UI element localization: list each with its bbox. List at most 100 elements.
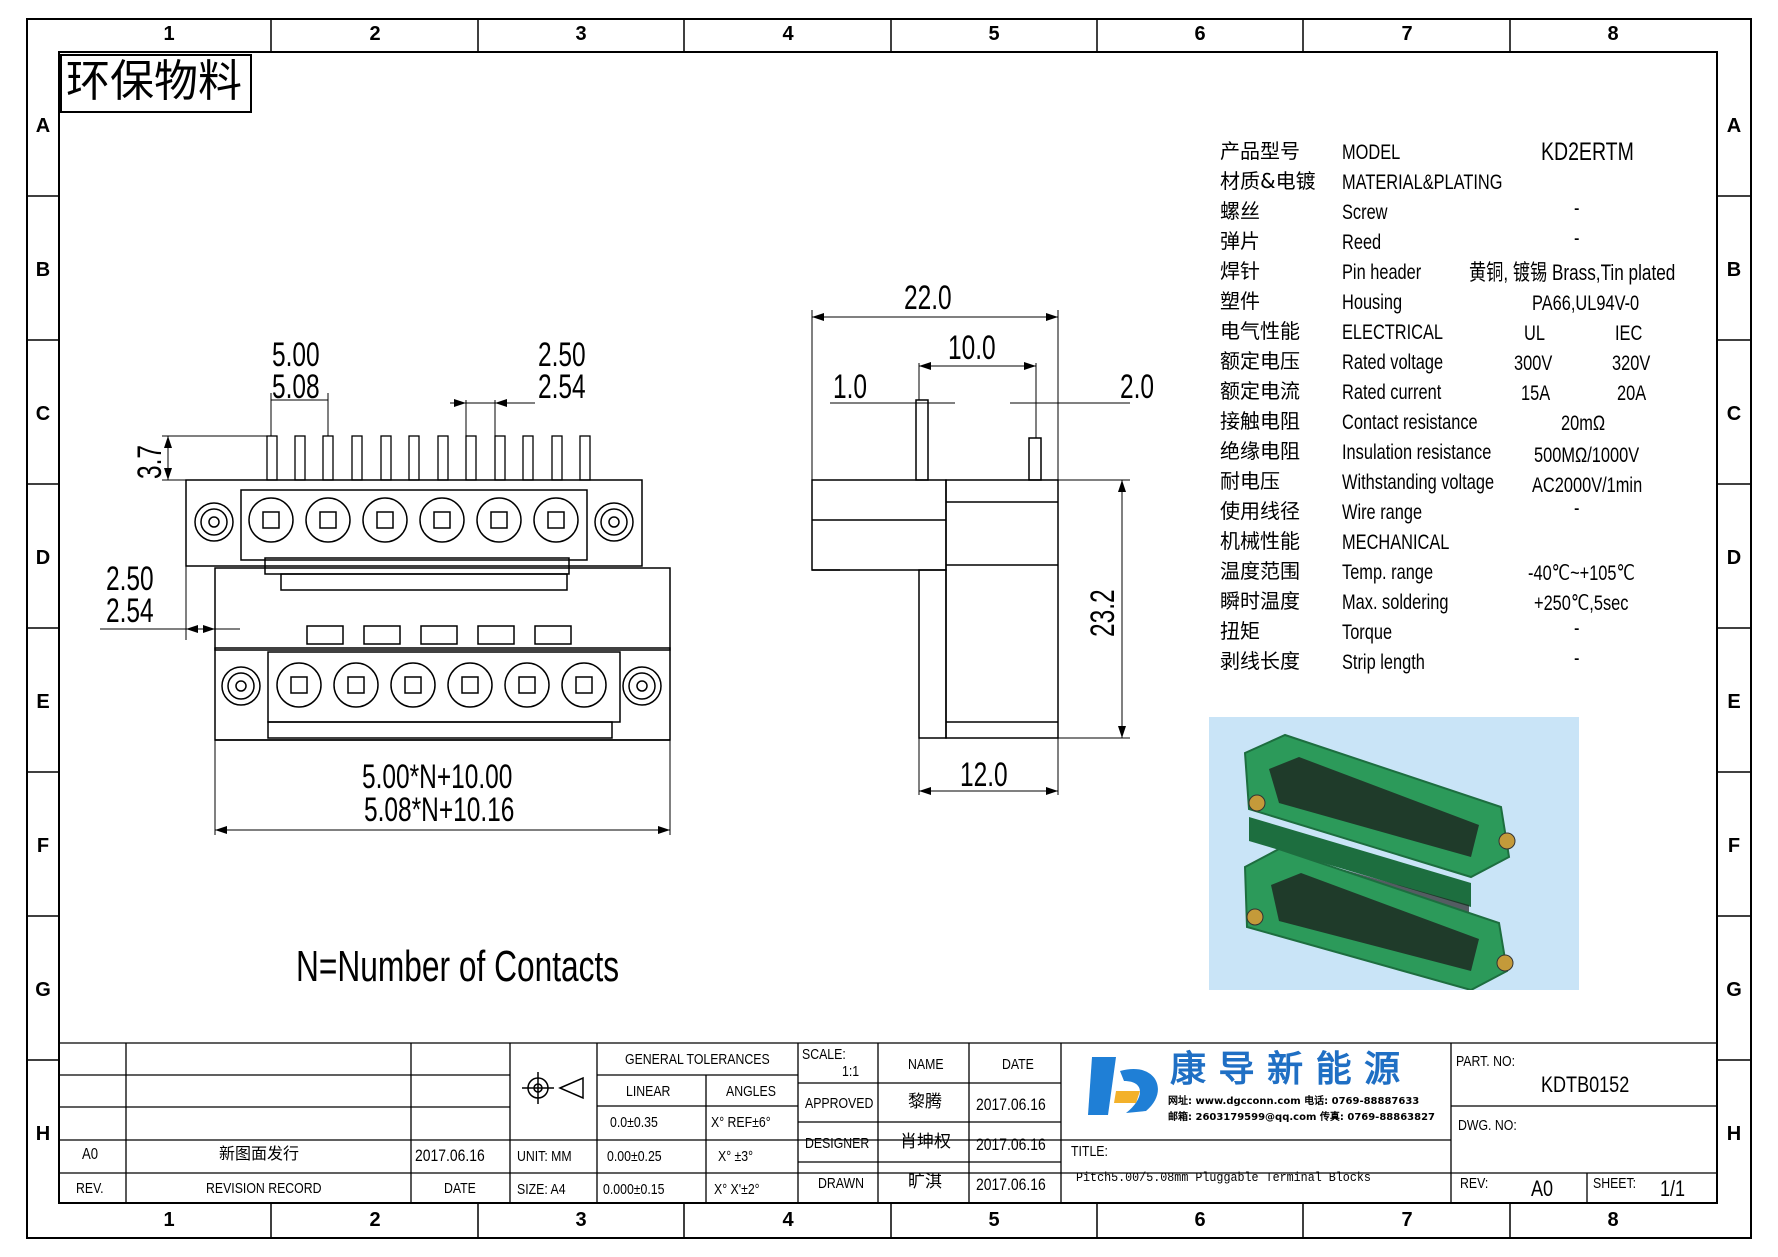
spec-en-housing: Housing: [1342, 291, 1403, 314]
dim-offset-bottom: 2.54: [106, 592, 154, 630]
role-approved-date: 2017.06.16: [976, 1095, 1046, 1114]
zone-row-d: D: [35, 547, 51, 569]
spec-value-reed: -: [1574, 227, 1580, 250]
tol-angles-1: X° REF±6°: [711, 1114, 771, 1131]
contacts-note: N=Number of Contacts: [296, 942, 620, 991]
spec-value-pin-header: 黄铜, 镀锡 Brass,Tin plated: [1469, 260, 1676, 285]
spec-cn-screw: 螺丝: [1220, 199, 1260, 223]
dim-pitch-left-top: 5.00: [272, 336, 320, 374]
sheet-value: 1/1: [1660, 1176, 1686, 1201]
part-no-value: KDTB0152: [1541, 1072, 1630, 1097]
spec-cn-model: 产品型号: [1220, 139, 1300, 163]
zone-col-7-bottom: 7: [1401, 1209, 1413, 1231]
rev-header-record: REVISION RECORD: [206, 1180, 322, 1197]
spec-cn-housing: 塑件: [1220, 289, 1260, 313]
linear-label: LINEAR: [626, 1083, 671, 1100]
spec-cn-electrical: 电气性能: [1220, 319, 1300, 343]
zone-col-2: 2: [369, 23, 381, 45]
role-drawn-name: 旷淇: [908, 1172, 942, 1192]
zone-row-g: G: [35, 979, 51, 1001]
company-name: 康 导 新 能 源: [1170, 1049, 1401, 1090]
zone-col-2-bottom: 2: [369, 1209, 381, 1231]
spec-iec-rated-current: 20A: [1617, 382, 1647, 405]
spec-ul-electrical: UL: [1524, 322, 1545, 345]
zone-col-4: 4: [782, 23, 794, 45]
spec-en-screw: Screw: [1342, 201, 1388, 224]
zone-col-8-bottom: 8: [1607, 1209, 1619, 1231]
zone-row-h: H: [35, 1123, 51, 1145]
zone-col-3: 3: [575, 23, 587, 45]
company-line-1: 网址: www.dgcconn.com 电话: 0769-88887633: [1168, 1096, 1420, 1107]
zone-row-d-right: D: [1726, 547, 1742, 569]
spec-value-housing: PA66,UL94V-0: [1532, 292, 1640, 315]
side-dimensions: [811, 310, 1130, 795]
title-label: TITLE:: [1071, 1143, 1108, 1160]
spec-value-max-soldering: +250℃,5sec: [1534, 592, 1629, 615]
projection-symbol: [522, 1072, 584, 1104]
spec-en-pin-header: Pin header: [1342, 261, 1422, 284]
zone-col-6: 6: [1194, 23, 1206, 45]
sheet-label: SHEET:: [1593, 1175, 1637, 1192]
spec-iec-rated-voltage: 320V: [1612, 352, 1651, 375]
spec-cn-material: 材质&电镀: [1220, 169, 1316, 193]
zone-row-f-right: F: [1727, 835, 1741, 857]
spec-en-material: MATERIAL&PLATING: [1342, 171, 1503, 194]
zone-col-4-bottom: 4: [782, 1209, 794, 1231]
spec-ul-rated-voltage: 300V: [1514, 352, 1553, 375]
spec-cn-insulation: 绝缘电阻: [1220, 439, 1300, 463]
title-block-grid: [59, 1042, 1717, 1203]
rev-value: A0: [1531, 1176, 1554, 1201]
role-drawn: DRAWN: [818, 1175, 865, 1192]
zone-row-e-right: E: [1727, 691, 1741, 713]
rev-label: REV:: [1460, 1175, 1489, 1192]
front-view-header: [185, 435, 643, 591]
role-approved: APPROVED: [805, 1095, 874, 1112]
zone-row-c-right: C: [1726, 403, 1742, 425]
spec-en-torque: Torque: [1342, 621, 1393, 644]
dim-width-overall: 22.0: [904, 279, 952, 317]
spec-value-withstanding: AC2000V/1min: [1532, 474, 1643, 497]
spec-en-wire-range: Wire range: [1342, 501, 1423, 524]
rev-row-date: 2017.06.16: [415, 1146, 485, 1165]
spec-cn-temp-range: 温度范围: [1220, 559, 1300, 583]
zone-row-c: C: [35, 403, 51, 425]
zone-col-5-bottom: 5: [988, 1209, 1000, 1231]
spec-en-model: MODEL: [1342, 141, 1401, 164]
spec-iec-electrical: IEC: [1615, 322, 1643, 345]
spec-value-insulation: 500MΩ/1000V: [1534, 444, 1640, 467]
tol-linear-1: 0.0±0.35: [610, 1114, 658, 1131]
zone-row-g-right: G: [1726, 979, 1742, 1001]
spec-cn-withstanding: 耐电压: [1220, 469, 1280, 493]
zone-row-b-right: B: [1726, 259, 1742, 281]
name-header: NAME: [908, 1056, 944, 1073]
zone-col-1-bottom: 1: [163, 1209, 175, 1231]
spec-value-contact-resistance: 20mΩ: [1561, 412, 1606, 435]
dim-pitch-right-bottom: 2.54: [538, 368, 586, 406]
date-header: DATE: [1002, 1056, 1034, 1073]
spec-en-reed: Reed: [1342, 231, 1382, 254]
dim-pitch-right-top: 2.50: [538, 336, 586, 374]
title-value: Pitch5.00/5.08mm Pluggable Terminal Bloc…: [1076, 1170, 1371, 1185]
spec-en-max-soldering: Max. soldering: [1342, 591, 1449, 614]
angles-label: ANGLES: [726, 1083, 776, 1100]
spec-value-temp-range: -40℃~+105℃: [1528, 562, 1635, 585]
role-designer-name: 肖坤权: [900, 1132, 951, 1152]
spec-cn-pin-header: 焊针: [1220, 259, 1260, 283]
dim-overall-top: 5.00*N+10.00: [362, 758, 513, 796]
spec-cn-rated-current: 额定电流: [1220, 379, 1300, 403]
zone-row-a: A: [35, 115, 51, 137]
spec-cn-torque: 扭矩: [1220, 619, 1260, 643]
dimension-arrows: [164, 313, 1126, 834]
dim-pin-height: 3.7: [131, 444, 169, 479]
tol-angles-3: X° X'±2°: [714, 1181, 760, 1198]
tol-linear-2: 0.00±0.25: [607, 1148, 662, 1165]
dim-pin-spacing: 10.0: [948, 329, 996, 367]
zone-col-8: 8: [1607, 23, 1619, 45]
spec-value-wire-range: -: [1574, 497, 1580, 520]
spec-cn-reed: 弹片: [1220, 229, 1260, 253]
side-view: [811, 399, 1059, 739]
tol-linear-3: 0.000±0.15: [603, 1181, 665, 1198]
rev-row-rev: A0: [82, 1146, 99, 1163]
spec-cn-contact-resistance: 接触电阻: [1220, 409, 1300, 433]
zone-ticks: [27, 19, 1751, 1238]
